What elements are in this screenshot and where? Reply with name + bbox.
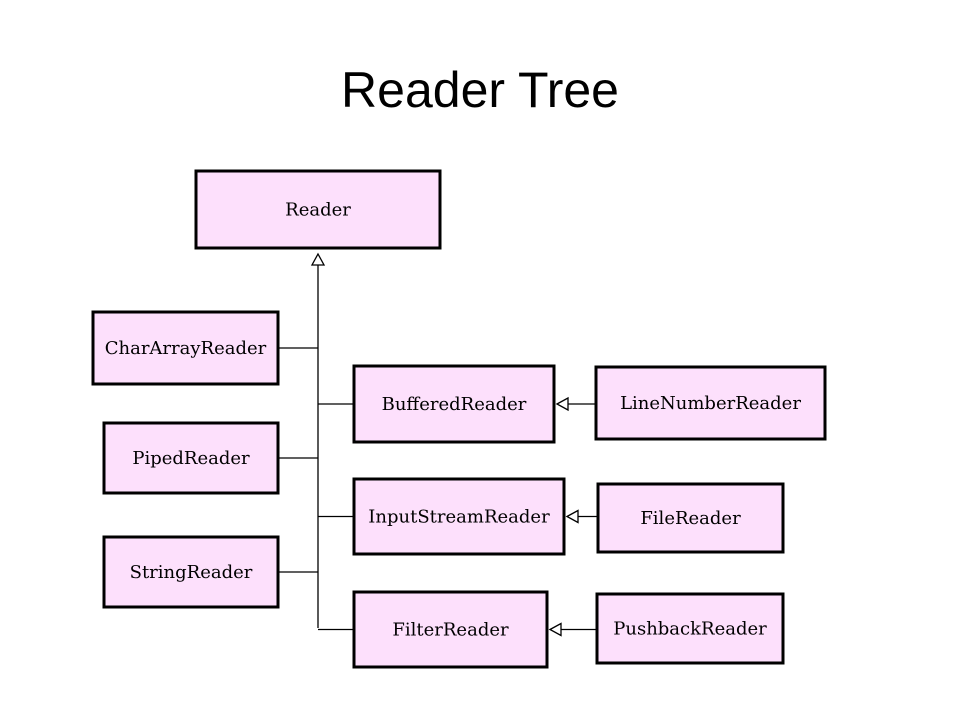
class-box <box>102 421 280 495</box>
class-node-reader: Reader <box>194 169 442 250</box>
class-label: PipedReader <box>132 448 250 469</box>
class-nodes: ReaderCharArrayReaderPipedReaderStringRe… <box>91 169 827 669</box>
class-box <box>352 477 566 556</box>
class-node-stringreader: StringReader <box>102 535 280 609</box>
class-label: InputStreamReader <box>368 507 550 528</box>
class-label: StringReader <box>130 562 253 583</box>
class-node-pushbackreader: PushbackReader <box>595 592 785 665</box>
class-box <box>91 310 280 386</box>
class-node-filterreader: FilterReader <box>352 590 549 669</box>
class-label: PushbackReader <box>613 619 767 640</box>
class-box <box>102 535 280 609</box>
class-label: LineNumberReader <box>620 393 801 414</box>
class-label: Reader <box>285 200 351 221</box>
inheritance-arrow-to-bufferedreader <box>555 396 569 412</box>
inheritance-arrow-to-filterreader <box>548 622 562 637</box>
class-label: CharArrayReader <box>105 338 267 359</box>
class-box <box>194 169 442 250</box>
class-box <box>352 590 549 669</box>
class-label: FileReader <box>640 508 741 529</box>
class-node-inputstreamreader: InputStreamReader <box>352 477 566 556</box>
slide-title: Reader Tree <box>341 62 619 118</box>
inheritance-arrow-to-reader <box>310 252 326 266</box>
class-node-linenumberreader: LineNumberReader <box>594 365 827 441</box>
class-node-bufferedreader: BufferedReader <box>352 364 556 444</box>
inheritance-edges <box>278 252 598 637</box>
class-box <box>594 365 827 441</box>
inheritance-arrow-to-inputstreamreader <box>565 509 579 524</box>
class-node-chararrayreader: CharArrayReader <box>91 310 280 386</box>
class-box <box>596 482 785 554</box>
class-box <box>352 364 556 444</box>
class-node-filereader: FileReader <box>596 482 785 554</box>
class-label: FilterReader <box>392 620 509 641</box>
class-box <box>595 592 785 665</box>
class-label: BufferedReader <box>382 394 527 415</box>
class-node-pipedreader: PipedReader <box>102 421 280 495</box>
